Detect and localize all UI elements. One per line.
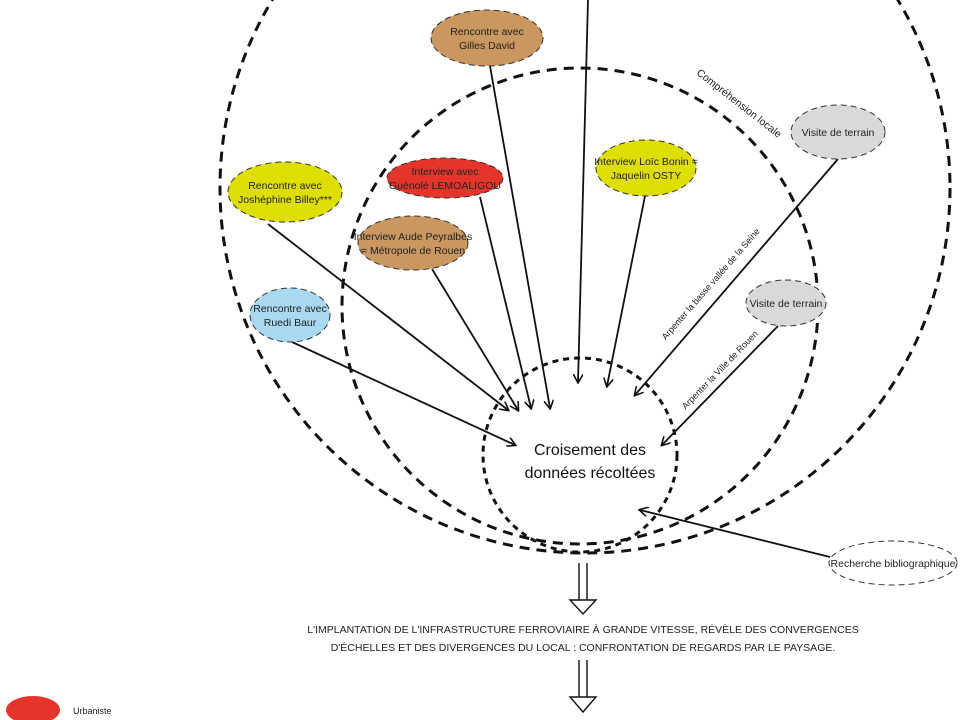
center-line2: données récoltées [525,465,656,482]
outer-circle [218,0,952,555]
arrow-gilles [489,65,550,408]
conclusion-line2: D'ÉCHELLES ET DES DIVERGENCES DU LOCAL :… [331,641,836,654]
node-line1: Rencontre avec [450,26,524,38]
node-aude: Interview Aude Peyralbes = Métropole de R… [354,215,472,271]
node-line2: Joshéphine Billey*** [238,194,332,206]
arrow-ruedi [291,341,515,445]
node-line1: Rencontre avec [248,180,322,192]
down-arrow-2 [568,660,598,714]
node-line2: Gilles David [459,40,515,52]
node-ellipse [430,9,544,67]
edge-label-rouen: Arpenter la Ville de Rouen [680,329,760,411]
center-circle [481,356,679,554]
arrows [267,0,839,558]
arrow-guenole [479,196,531,408]
down-arrow-1 [568,563,598,616]
node-line1: Visite de terrain [802,127,875,139]
node-visite1: Visite de terrain [790,104,886,160]
node-line1: Interview Loïc Bonin = [594,156,698,168]
arrow-aude [431,268,518,410]
node-ellipse [357,215,469,271]
node-ellipse [828,540,958,586]
legend-swatch-urbaniste [6,696,60,720]
arrow-josephine [267,223,508,410]
edge-label-seine: Arpenter la basse vallée de la Seine [660,226,762,341]
node-line1: Interview Aude Peyralbes [354,231,472,243]
node-line1: Rencontre avec [253,303,327,315]
node-loic: Interview Loïc Bonin = Jaquelin OSTY [594,139,698,197]
node-visite2: Visite de terrain [745,279,827,327]
node-line1: Interview avec [411,166,478,178]
arrow-visite2 [662,325,779,445]
conclusion-line1: L'IMPLANTATION DE L'INFRASTRUCTURE FERRO… [307,623,858,636]
node-ellipse [745,279,827,327]
node-biblio: Recherche bibliographique [828,540,958,586]
node-line2: Ruedi Baur [264,317,317,329]
node-ellipse [386,157,504,199]
arrow-visite1 [635,158,839,395]
node-ellipse [595,139,697,197]
node-ellipse [249,287,331,343]
node-ellipse [227,161,343,223]
node-line2: = Métropole de Rouen [361,245,465,257]
node-line2: Guénolé LEMOALIGOU [389,180,501,192]
node-line1: Visite de terrain [750,298,823,310]
center-line1: Croisement des [534,442,646,459]
legend-label-urbaniste: Urbaniste [73,706,112,716]
node-line2: Jaquelin OSTY [611,170,682,182]
node-ellipse [790,104,886,160]
arrow-top [578,0,589,382]
arrow-loic [607,195,646,386]
node-line1: Recherche bibliographique [831,558,956,570]
arrow-biblio [640,510,831,558]
